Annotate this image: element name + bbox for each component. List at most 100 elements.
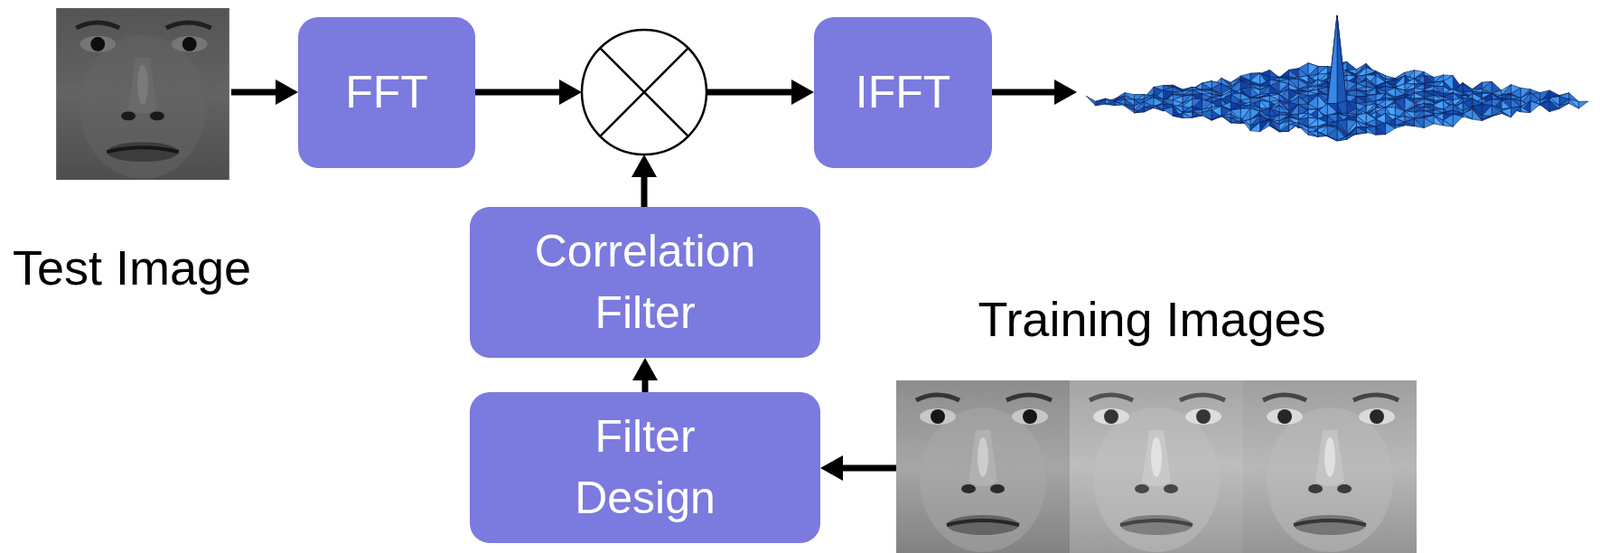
mesh-facet <box>1481 116 1492 122</box>
mesh-facet <box>1327 121 1338 127</box>
mesh-facet <box>1318 82 1329 87</box>
box-label: IFFT <box>855 62 952 124</box>
mesh-facet <box>1569 99 1580 109</box>
mesh-facet <box>1298 96 1309 104</box>
mesh-facet <box>1221 113 1232 123</box>
mesh-facet <box>1308 63 1319 77</box>
mesh-facet <box>1520 106 1531 113</box>
mesh-facet <box>1327 15 1338 106</box>
mesh-facet <box>1172 112 1183 118</box>
mesh-facet <box>1423 117 1434 128</box>
mesh-facet <box>1192 89 1203 94</box>
mesh-facet <box>1298 125 1309 135</box>
arrow-shaft <box>642 378 649 393</box>
mesh-facet <box>1308 103 1319 110</box>
mesh-facet <box>1172 86 1183 92</box>
mesh-facet <box>1308 94 1319 110</box>
mesh-facet <box>1143 102 1154 113</box>
mesh-facet <box>1269 85 1280 96</box>
multiplier-symbol <box>581 29 707 155</box>
mesh-facet <box>1289 68 1300 78</box>
process-box: FFT <box>298 17 476 169</box>
mesh-facet <box>1462 109 1473 120</box>
mesh-facet <box>1433 100 1444 113</box>
mesh-facet <box>1104 101 1115 105</box>
mesh-facet <box>1201 110 1212 121</box>
mesh-facet <box>1318 82 1329 86</box>
mesh-facet <box>1201 112 1212 121</box>
mesh-facet <box>1153 105 1164 112</box>
mesh-facet <box>1366 80 1376 87</box>
box-label: Filter Design <box>526 406 764 529</box>
mesh-facet <box>1385 93 1396 101</box>
mesh-facet <box>1289 122 1300 131</box>
process-box: IFFT <box>814 17 992 169</box>
mesh-facet <box>1366 87 1376 95</box>
process-box: Filter Design <box>469 392 821 543</box>
mesh-facet <box>1423 74 1434 84</box>
mesh-facet <box>1414 103 1425 107</box>
mesh-facet <box>1318 131 1329 137</box>
mesh-facet <box>1269 120 1280 131</box>
mesh-facet <box>1289 121 1300 131</box>
image-caption: Test Image <box>12 238 252 298</box>
mesh-facet <box>1433 104 1444 113</box>
mesh-facet <box>1501 111 1512 118</box>
mesh-facet <box>1182 111 1193 119</box>
mesh-facet <box>1366 67 1376 76</box>
training-face-images <box>896 380 1417 553</box>
mesh-facet <box>1337 15 1348 105</box>
mesh-facet <box>1172 106 1183 118</box>
mesh-facet <box>1481 81 1492 94</box>
mesh-facet <box>1327 128 1338 141</box>
mesh-facet <box>1318 66 1329 75</box>
mesh-facet <box>1356 121 1367 135</box>
mesh-facet <box>1298 96 1309 105</box>
mesh-facet <box>1201 90 1212 94</box>
mesh-facet <box>1153 105 1164 112</box>
mesh-facet <box>1337 128 1348 141</box>
mesh-facet <box>1240 117 1251 131</box>
mesh-facet <box>1298 86 1309 93</box>
mesh-facet <box>1511 87 1522 99</box>
mesh-facet <box>1404 78 1415 85</box>
mesh-facet <box>1443 110 1454 114</box>
mesh-facet <box>1491 111 1502 116</box>
mesh-facet <box>1347 126 1357 140</box>
mesh-facet <box>1240 104 1251 109</box>
mesh-facet <box>1298 86 1309 93</box>
mesh-facet <box>1104 98 1115 105</box>
mesh-facet <box>1347 108 1357 115</box>
mesh-facet <box>1337 15 1348 105</box>
mesh-facet <box>1520 101 1531 113</box>
mesh-facet <box>1491 113 1502 117</box>
mesh-facet <box>1356 95 1367 103</box>
mesh-facet <box>1182 112 1193 118</box>
mesh-facet <box>1318 125 1329 137</box>
mesh-facet <box>1472 109 1483 122</box>
mesh-facet <box>1327 135 1338 141</box>
box-label: Correlation Filter <box>526 221 764 344</box>
mesh-facet <box>1443 93 1454 101</box>
mesh-facet <box>1211 115 1222 121</box>
mesh-facet <box>1443 120 1454 127</box>
mesh-facet <box>1530 101 1541 113</box>
mesh-facet <box>1433 85 1444 97</box>
mesh-facet <box>1104 98 1115 105</box>
mesh-facet <box>1433 95 1444 101</box>
correlation-output-plot <box>1085 15 1589 141</box>
mesh-facet <box>1298 96 1309 104</box>
mesh-facet <box>1481 105 1492 117</box>
mesh-facet <box>1201 83 1212 90</box>
mesh-facet <box>1501 84 1512 97</box>
mesh-facet <box>1491 105 1502 117</box>
mesh-facet <box>1385 97 1396 100</box>
mesh-facet <box>1289 122 1300 126</box>
mesh-facet <box>1481 104 1492 116</box>
mesh-facet <box>1211 115 1222 121</box>
mesh-facet <box>1308 130 1319 137</box>
mesh-facet <box>1192 112 1203 115</box>
mesh-facet <box>1433 107 1444 113</box>
flow-arrow <box>632 357 658 393</box>
mesh-facet <box>1356 96 1367 104</box>
